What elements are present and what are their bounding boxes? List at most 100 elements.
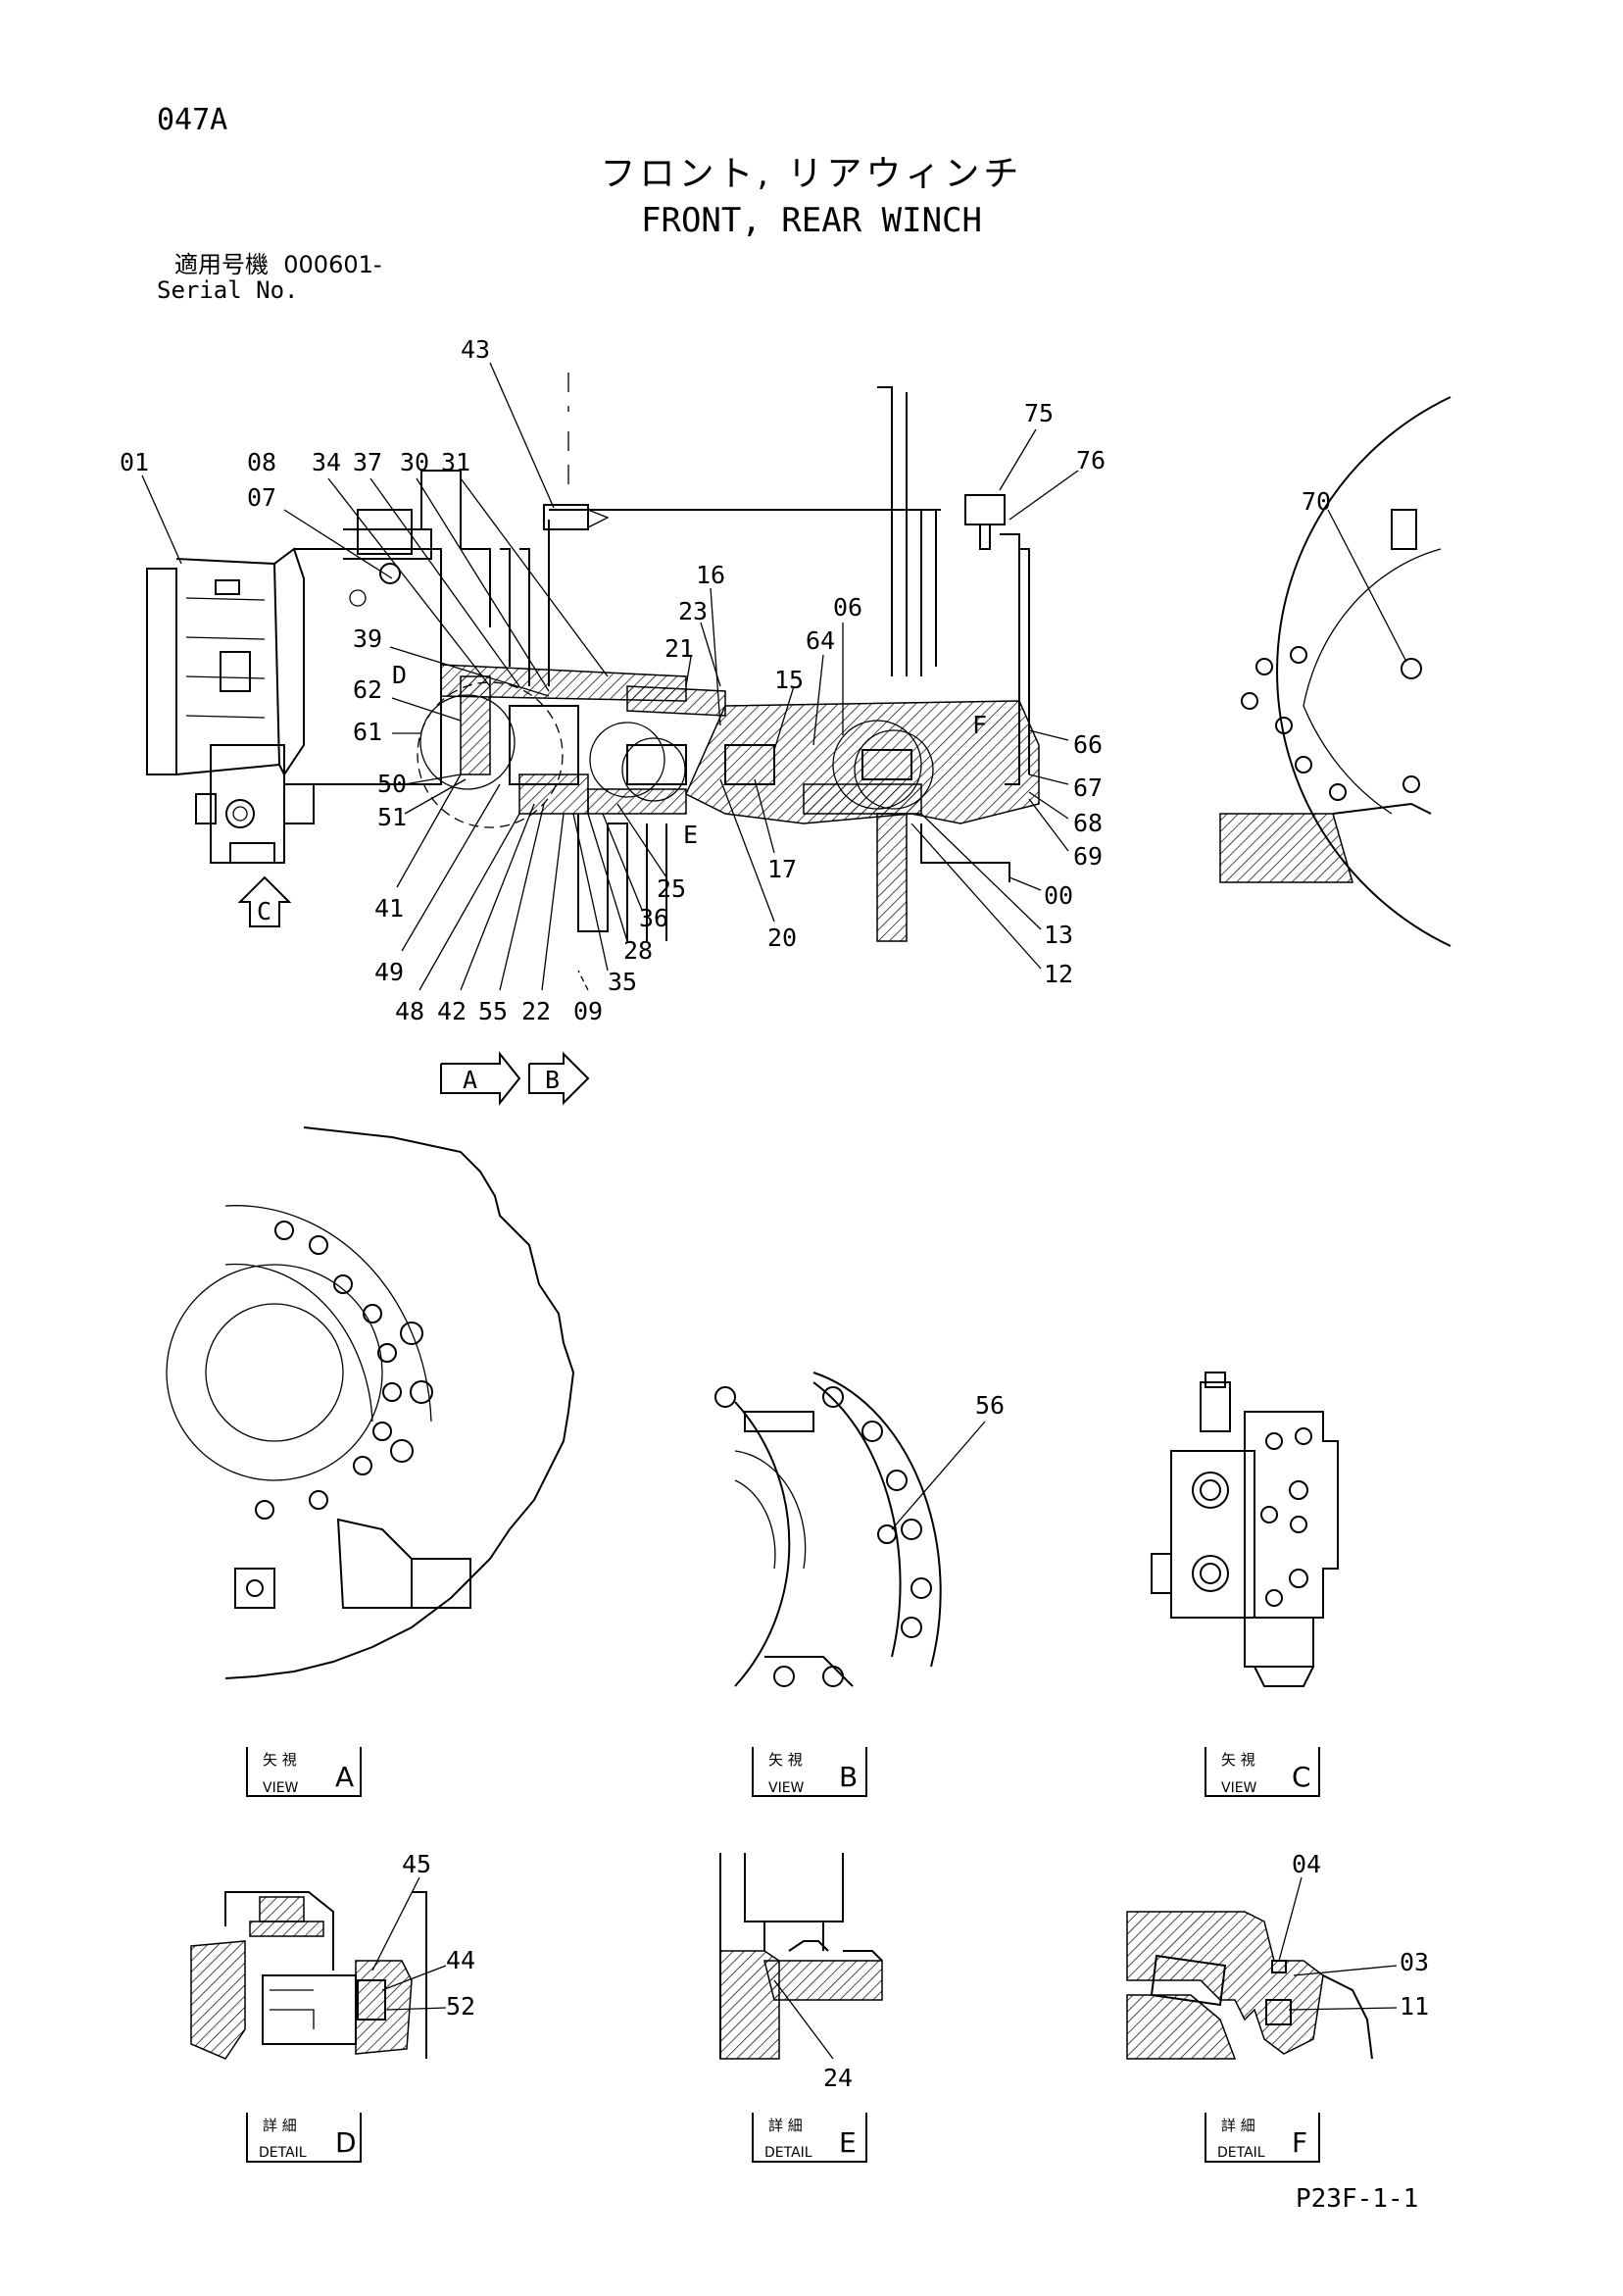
part-label-50: 50 [377,770,407,798]
drum-flange-view [1219,396,1451,947]
detail-d-drawing: 45 44 52 [190,1850,475,2060]
view-arrow-a-label: A [463,1066,477,1094]
serial-label-en: Serial No. [157,276,299,304]
detail-e-caption-jp: 詳 細 [768,2117,803,2134]
part-label-03: 03 [1400,1948,1429,1976]
part-label-52: 52 [446,1992,475,2021]
view-arrow-b-label: B [545,1066,560,1094]
view-b-caption-jp: 矢 視 [768,1751,803,1769]
part-label-12: 12 [1044,960,1073,988]
part-label-62: 62 [353,675,382,704]
part-label-34: 34 [312,448,341,476]
view-arrow-c-label: C [257,897,271,925]
view-c-drawing [1151,1372,1339,1687]
part-label-31: 31 [441,448,470,476]
part-label-09: 09 [573,997,603,1025]
part-label-24: 24 [823,2064,853,2092]
view-c-caption-en: VIEW [1221,1780,1257,1796]
part-label-49: 49 [374,958,404,986]
part-label-08: 08 [247,448,276,476]
detail-mark-f: F [972,711,987,739]
part-label-21: 21 [664,634,694,663]
part-label-36: 36 [639,904,668,932]
part-label-06: 06 [833,593,862,622]
part-label-48: 48 [395,997,424,1025]
view-c-caption: 矢 視 VIEW C [1205,1747,1320,1797]
part-label-39: 39 [353,624,382,653]
detail-f-caption-jp: 詳 細 [1221,2117,1255,2134]
part-callouts: 43 75 76 01 08 07 34 37 30 31 70 16 23 [120,335,1407,1025]
part-label-43: 43 [461,335,490,364]
detail-e-drawing: 24 [719,1853,883,2092]
view-arrows: A B C [237,875,590,1106]
detail-e-caption-en: DETAIL [764,2145,812,2161]
part-label-23: 23 [678,597,708,625]
serial-value: 000601- [283,251,382,278]
part-label-22: 22 [521,997,551,1025]
part-label-45: 45 [402,1850,431,1878]
detail-f-caption-en: DETAIL [1217,2145,1265,2161]
detail-d-caption-en: DETAIL [259,2145,307,2161]
detail-e-caption-letter: E [839,2126,857,2159]
part-label-16: 16 [696,561,725,589]
part-label-11: 11 [1400,1992,1429,2021]
part-label-15: 15 [774,666,804,694]
view-a-drawing [166,1126,575,1679]
view-b-caption-letter: B [839,1761,858,1793]
part-label-35: 35 [608,968,637,996]
part-label-37: 37 [353,448,382,476]
view-a-caption-jp: 矢 視 [263,1751,297,1769]
detail-mark-e: E [683,821,698,849]
view-a-caption: 矢 視 VIEW A [246,1747,362,1797]
detail-f-caption: 詳 細 DETAIL F [1205,2113,1320,2163]
view-c-caption-jp: 矢 視 [1221,1751,1255,1769]
part-label-61: 61 [353,718,382,746]
view-b-caption-en: VIEW [768,1780,805,1796]
serial-label-jp: 適用号機 [174,251,269,278]
detail-e-caption: 詳 細 DETAIL E [752,2113,867,2163]
part-label-76: 76 [1076,446,1106,474]
part-label-51: 51 [377,803,407,831]
part-label-75: 75 [1024,399,1054,427]
part-label-28: 28 [623,936,653,965]
part-label-44: 44 [446,1946,475,1974]
detail-d-caption-letter: D [335,2126,357,2159]
part-label-64: 64 [806,626,835,655]
detail-d-caption: 詳 細 DETAIL D [246,2113,362,2163]
part-label-13: 13 [1044,921,1073,949]
part-label-41: 41 [374,894,404,923]
part-label-30: 30 [400,448,429,476]
part-label-17: 17 [767,855,797,883]
part-label-55: 55 [478,997,508,1025]
main-assembly [146,373,1040,942]
part-label-56: 56 [975,1391,1005,1420]
title-japanese: フロント, リアウィンチ [600,154,1023,194]
footer-code: P23F-1-1 [1296,2184,1419,2214]
detail-f-caption-letter: F [1292,2126,1307,2159]
part-label-67: 67 [1073,774,1103,802]
detail-f-drawing: 04 03 11 [1126,1850,1429,2060]
part-label-70: 70 [1302,487,1331,516]
part-label-07: 07 [247,483,276,512]
part-label-42: 42 [437,997,467,1025]
view-a-caption-letter: A [335,1761,354,1793]
view-a-caption-en: VIEW [263,1780,299,1796]
title-english: FRONT, REAR WINCH [641,201,982,240]
detail-mark-d: D [392,661,407,689]
view-b-drawing: 56 [714,1372,1005,1687]
part-label-66: 66 [1073,730,1103,759]
detail-d-caption-jp: 詳 細 [263,2117,297,2134]
part-label-20: 20 [767,923,797,952]
detail-marks: D E F [392,661,987,849]
part-label-25: 25 [657,874,686,903]
part-label-01: 01 [120,448,149,476]
part-label-00: 00 [1044,881,1073,910]
serial-line: 適用号機 000601- [174,253,382,276]
view-b-caption: 矢 視 VIEW B [752,1747,867,1797]
view-c-caption-letter: C [1292,1761,1311,1793]
part-label-68: 68 [1073,809,1103,837]
part-label-69: 69 [1073,842,1103,871]
page-code: 047A [157,103,228,137]
